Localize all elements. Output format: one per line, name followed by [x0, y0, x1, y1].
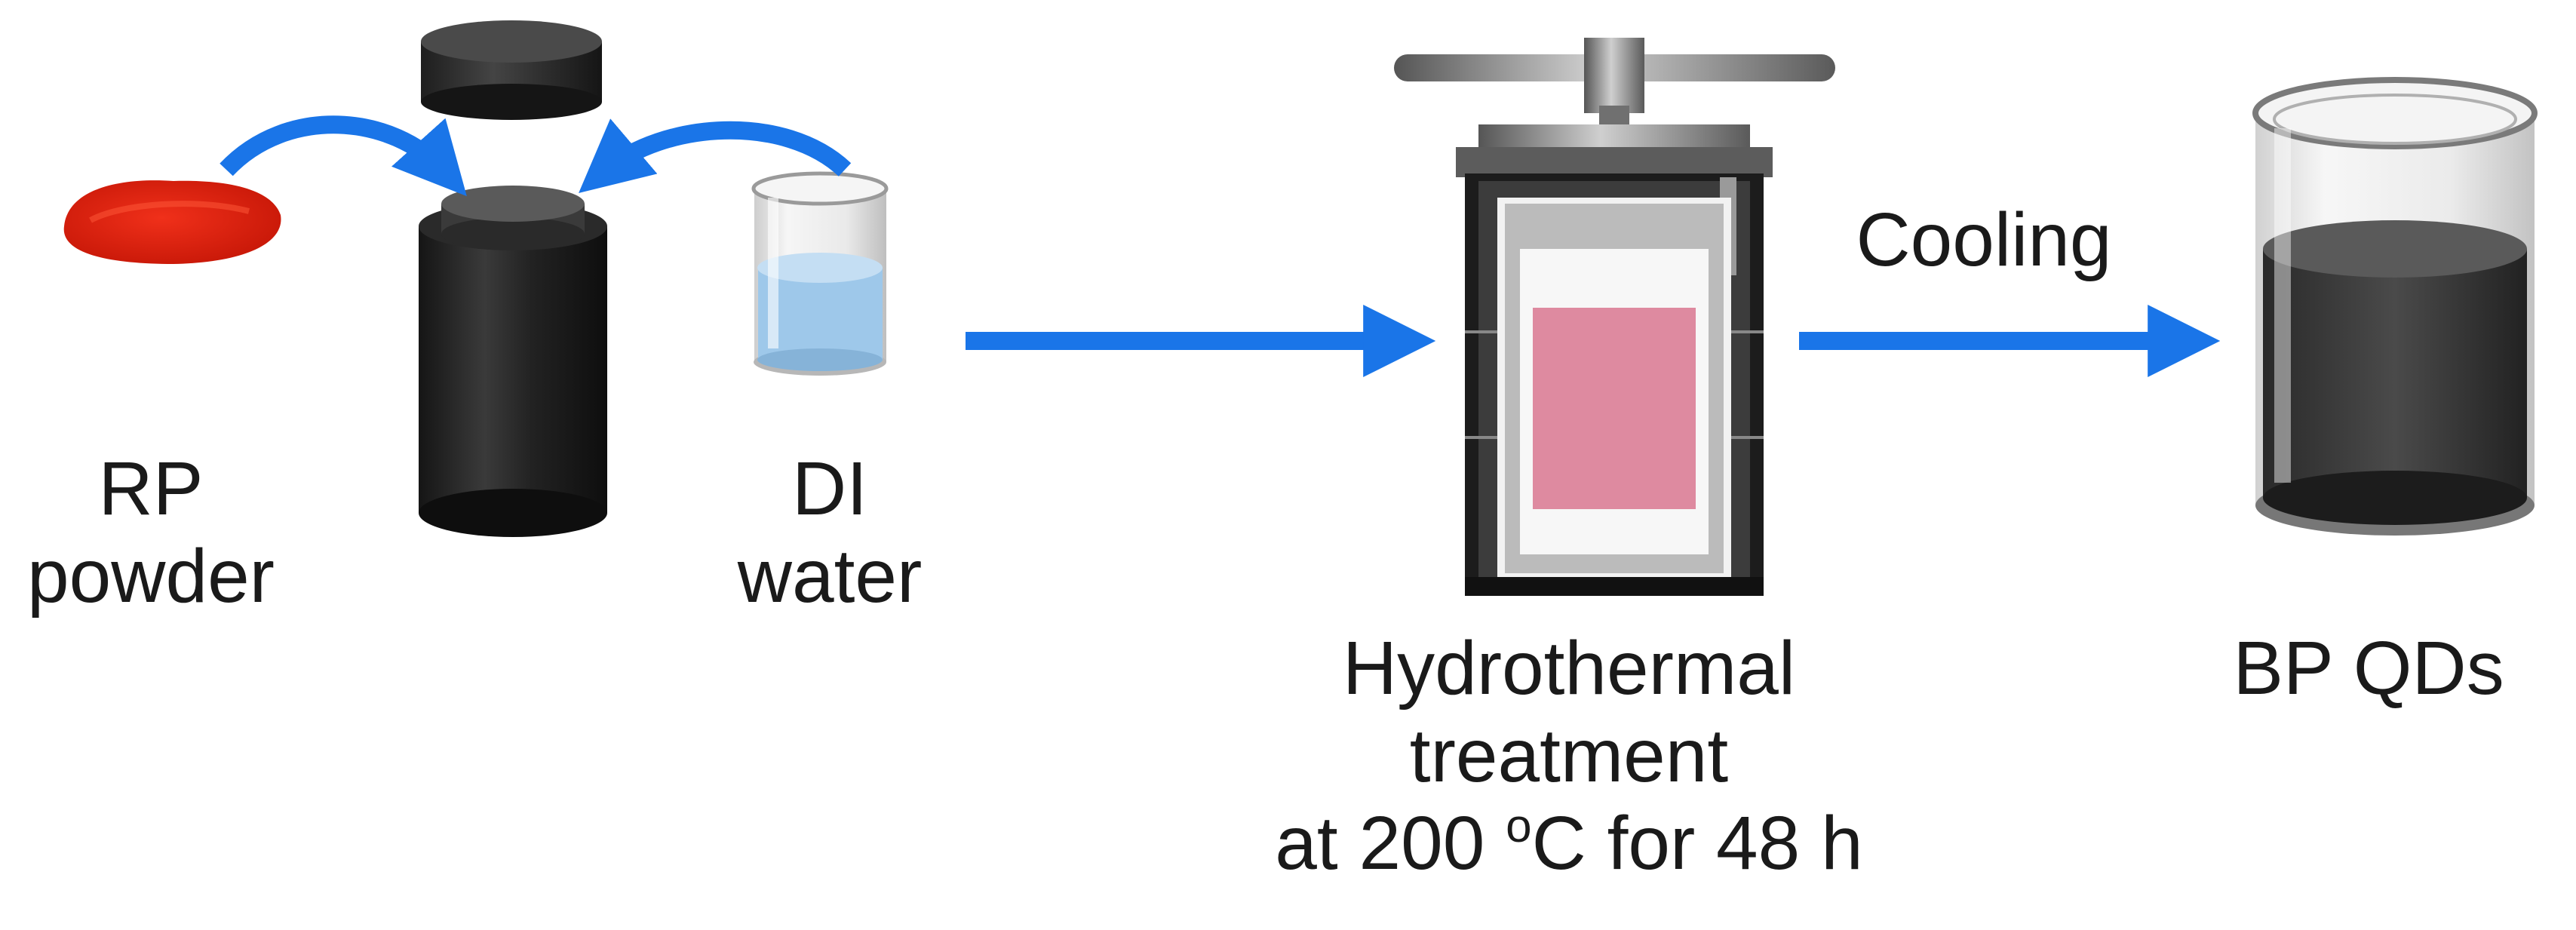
di-label-line1: DI	[792, 447, 867, 531]
rp-powder-icon	[63, 180, 281, 264]
autoclave-icon	[1394, 38, 1835, 596]
rp-label-line1: RP	[98, 447, 204, 531]
di-water-label: DI water	[694, 445, 966, 620]
rp-powder-label: RP powder	[15, 445, 287, 620]
rp-label-line2: powder	[27, 534, 275, 618]
hydro-label-line1: Hydrothermal	[1342, 626, 1796, 711]
liner-jar-icon	[419, 186, 607, 537]
hydro-label-line3: at 200 oC for 48 h	[1192, 800, 1946, 887]
hydro-label-line2: treatment	[1409, 714, 1729, 798]
degree-symbol: o	[1506, 800, 1532, 852]
bp-qds-label: BP QDs	[2172, 625, 2565, 712]
hydro-line3-pre: at 200	[1275, 801, 1506, 885]
di-water-icon	[751, 171, 889, 376]
liner-lid-icon	[421, 20, 602, 120]
bp-label-text: BP QDs	[2233, 626, 2504, 711]
curved-arrow-water-icon	[579, 118, 852, 193]
di-label-line2: water	[737, 534, 923, 618]
hydro-line3-post: C for 48 h	[1531, 801, 1863, 885]
cooling-text: Cooling	[1856, 198, 2112, 282]
hydrothermal-label: Hydrothermal treatment at 200 oC for 48 …	[1192, 625, 1946, 887]
curved-arrow-rp-icon	[220, 115, 467, 197]
cooling-label: Cooling	[1795, 196, 2172, 284]
bp-qds-beaker-icon	[2252, 77, 2538, 536]
